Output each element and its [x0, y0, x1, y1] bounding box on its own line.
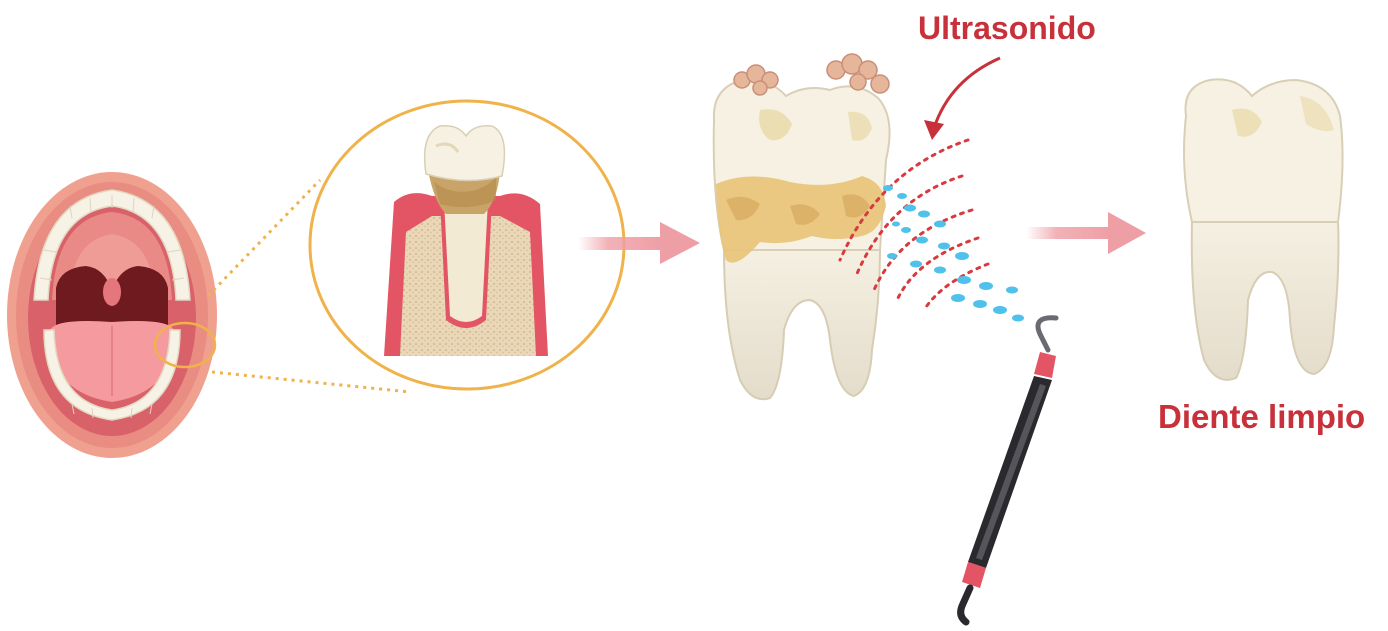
label-pointer-arrow — [924, 58, 1000, 140]
gum-tooth-cross-section — [310, 101, 624, 389]
ultrasound-label: Ultrasonido — [918, 10, 1096, 47]
clean-tooth-label: Diente limpio — [1158, 398, 1365, 436]
clean-molar — [1184, 79, 1343, 380]
open-mouth-illustration — [7, 172, 217, 458]
water-spray — [883, 185, 1024, 322]
ultrasonic-scaler — [961, 318, 1056, 622]
process-arrow-2 — [1026, 212, 1146, 254]
molar-with-tartar — [714, 54, 890, 399]
